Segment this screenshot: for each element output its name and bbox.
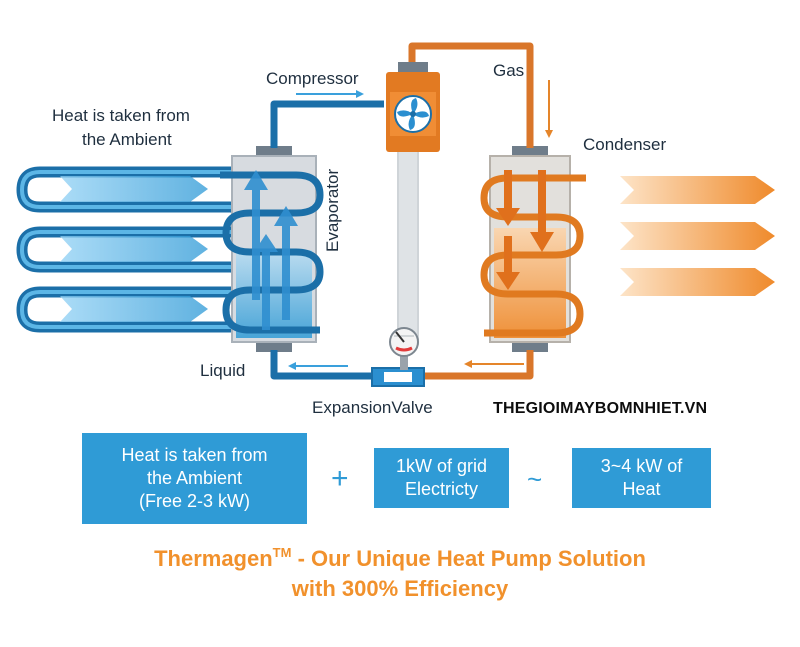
evaporator-label: Evaporator bbox=[323, 168, 342, 252]
trademark-mark: TM bbox=[272, 545, 292, 560]
gauge-icon bbox=[389, 327, 419, 357]
compressor-label: Compressor bbox=[266, 69, 359, 88]
ambient-heat-box: Heat is taken from the Ambient (Free 2-3… bbox=[82, 433, 307, 524]
heat-output-box: 3~4 kW of Heat bbox=[572, 448, 711, 508]
website-watermark: THEGIOIMAYBOMNHIET.VN bbox=[493, 400, 708, 417]
ambient-label-line1: Heat is taken from bbox=[52, 106, 190, 125]
ambient-label: Heat is taken from the Ambient bbox=[52, 104, 190, 152]
fan-icon bbox=[394, 95, 432, 133]
brand-name: Thermagen bbox=[154, 546, 273, 571]
grid-electricity-text: 1kW of grid Electricty bbox=[395, 456, 488, 499]
condenser-unit bbox=[480, 146, 586, 352]
tagline-line1: ThermagenTM - Our Unique Heat Pump Solut… bbox=[0, 538, 800, 574]
liquid-label: Liquid bbox=[200, 361, 246, 380]
refrigerant-pipes bbox=[270, 42, 534, 380]
condenser-label: Condenser bbox=[583, 135, 667, 154]
expansion-valve-label: ExpansionValve bbox=[312, 398, 433, 417]
ambient-heat-text: Heat is taken from the Ambient (Free 2-3… bbox=[121, 445, 268, 511]
ambient-label-line2: the Ambient bbox=[82, 130, 172, 149]
tagline: ThermagenTM - Our Unique Heat Pump Solut… bbox=[0, 538, 800, 604]
approx-operator: ~ bbox=[527, 464, 543, 494]
heat-output-text: 3~4 kW of Heat bbox=[600, 456, 683, 499]
gas-label: Gas bbox=[493, 61, 525, 80]
expansion-valve bbox=[371, 327, 425, 387]
tagline-line1-rest: - Our Unique Heat Pump Solution bbox=[291, 546, 646, 571]
ambient-intake-coil bbox=[16, 166, 246, 333]
compressor bbox=[386, 62, 440, 152]
grid-electricity-box: 1kW of grid Electricty bbox=[374, 448, 509, 508]
hot-air-chevrons bbox=[620, 176, 775, 296]
flow-arrows bbox=[288, 80, 553, 370]
plus-operator: + bbox=[331, 462, 349, 495]
evaporator-unit bbox=[220, 146, 324, 352]
tagline-line2: with 300% Efficiency bbox=[291, 576, 509, 601]
cold-air-chevrons bbox=[60, 176, 208, 322]
